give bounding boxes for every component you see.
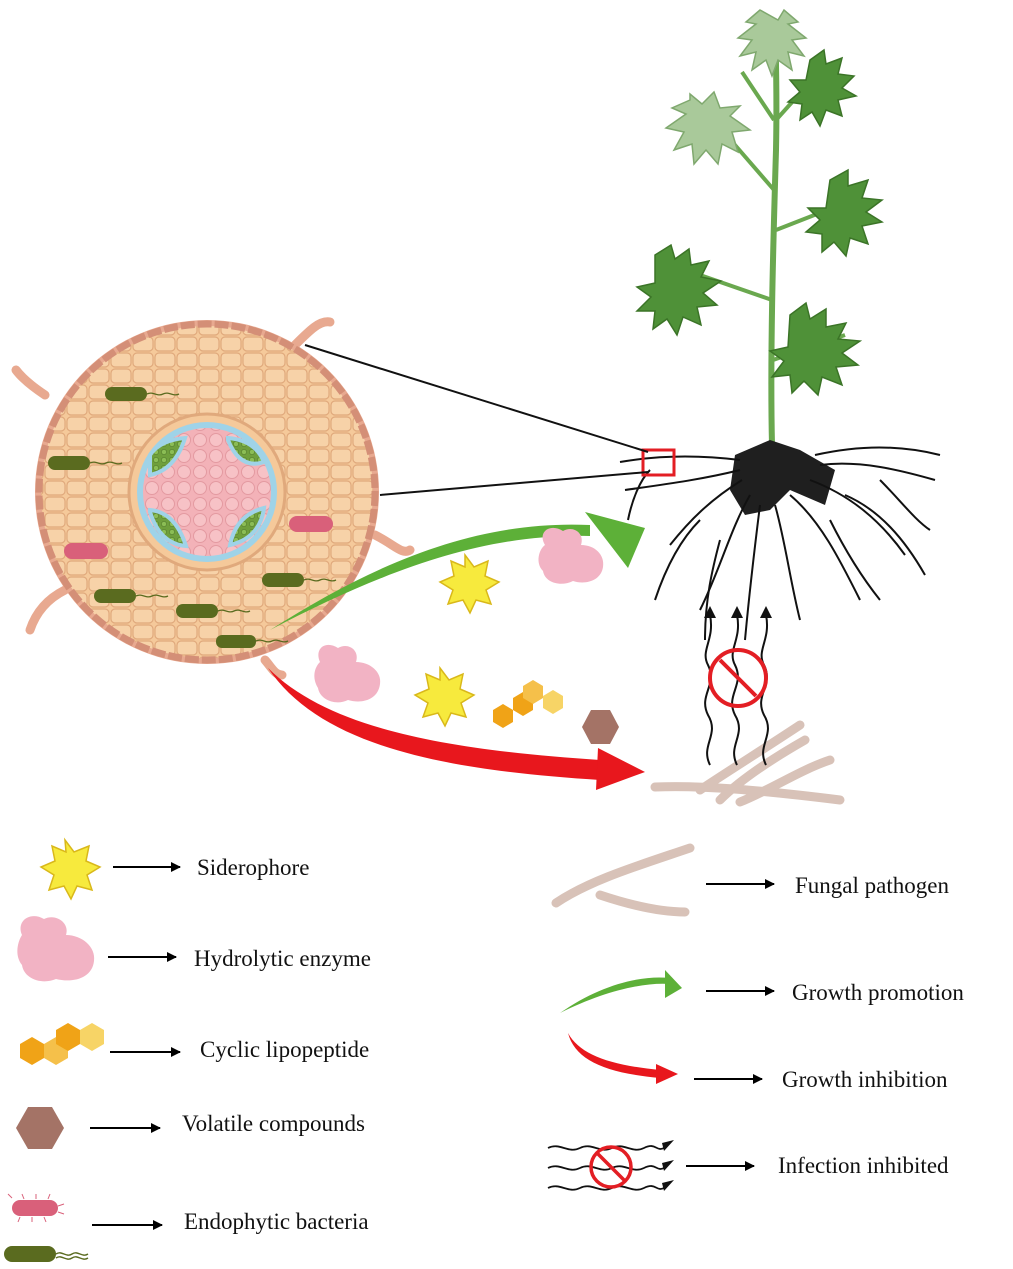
- zoom-line-bottom: [379, 471, 649, 496]
- legend-label-siderophore: Siderophore: [197, 855, 310, 880]
- legend-label-growth-inhibition: Growth inhibition: [782, 1067, 948, 1092]
- hydrolytic-enzyme-molecule: [538, 527, 604, 584]
- siderophore-molecule: [438, 552, 501, 615]
- legend-label-cyclic-lipopeptide: Cyclic lipopeptide: [200, 1037, 370, 1062]
- legend-fungal-pathogen-icon: [551, 843, 695, 917]
- legend-volatile-compounds-icon: [16, 1107, 64, 1149]
- legend-label-volatile-compounds: Volatile compounds: [182, 1111, 365, 1136]
- legend-hydrolytic-enzyme-icon: [17, 916, 95, 982]
- root-cross-section: [11, 317, 415, 680]
- infection-inhibited-symbol: [704, 606, 772, 766]
- legend-growth-promotion-icon: [560, 970, 682, 1013]
- hydrolytic-enzyme-molecule-2: [314, 644, 381, 703]
- legend-label-hydrolytic-enzyme: Hydrolytic enzyme: [194, 946, 371, 971]
- legend-siderophore-icon: [39, 837, 102, 901]
- cyclic-lipopeptide-molecule: [493, 680, 563, 728]
- legend-infection-inhibited-icon: [547, 1140, 674, 1191]
- growth-inhibition-arrow: [268, 668, 645, 790]
- legend-cyclic-lipopeptide-icon: [20, 1023, 104, 1065]
- root-section-highlight-box: [641, 448, 676, 477]
- legend-label-infection-inhibited: Infection inhibited: [778, 1153, 949, 1178]
- zoom-line-top: [304, 344, 649, 453]
- volatile-compound-molecule: [582, 710, 619, 744]
- legend-label-endophytic-bacteria: Endophytic bacteria: [184, 1209, 369, 1234]
- root-system: [619, 446, 941, 641]
- plant-illustration: [619, 8, 941, 641]
- legend-endophytic-bacteria-icon: [4, 1193, 89, 1262]
- endophytic-bacteria-in-root: [48, 387, 337, 648]
- fungal-pathogen-hyphae: [650, 720, 845, 807]
- legend-label-growth-promotion: Growth promotion: [792, 980, 964, 1005]
- siderophore-molecule-2: [413, 665, 476, 728]
- root-crown: [730, 440, 835, 515]
- legend-label-fungal-pathogen: Fungal pathogen: [795, 873, 949, 898]
- legend-growth-inhibition-icon: [568, 1033, 678, 1084]
